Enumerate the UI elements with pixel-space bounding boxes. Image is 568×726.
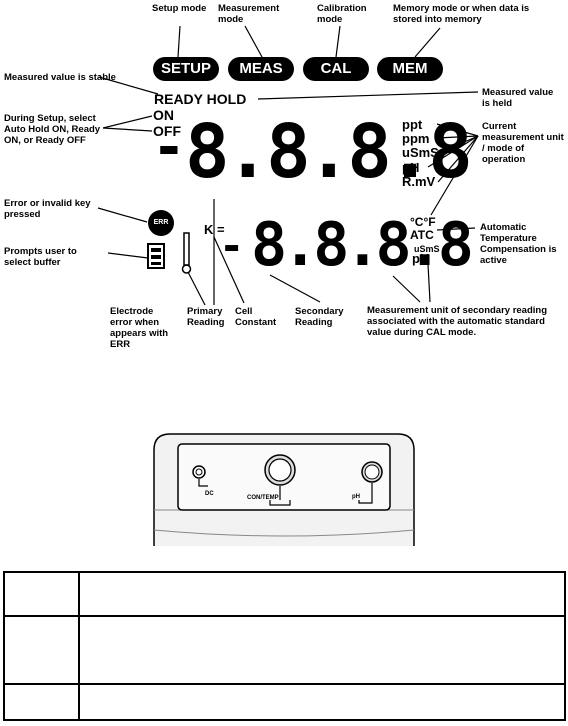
ready-hold-indicator: READY HOLD (154, 91, 247, 107)
secondary-unit-usms: uSmS (414, 244, 440, 254)
current-unit-callout: Current measurement unit / mode of opera… (482, 121, 564, 165)
memory-mode-callout: Memory mode or when data is stored into … (393, 3, 530, 25)
table-cell (78, 683, 566, 721)
secondary-unit-ph: pH (412, 251, 430, 266)
electrode-icon (181, 232, 193, 274)
temp-unit: °C°F (410, 215, 436, 229)
setup-mode-callout: Setup mode (152, 3, 207, 14)
off-indicator: OFF (153, 123, 181, 139)
mode-pill-cal: CAL (303, 57, 369, 81)
stable-callout: Measured value is stable (4, 72, 116, 83)
port-dc-label: DC (205, 491, 214, 497)
setup-select-callout: During Setup, select Auto Hold ON, Ready… (4, 113, 101, 146)
atc-indicator: ATC (410, 228, 434, 242)
mode-pill-meas: MEAS (228, 57, 294, 81)
mode-pill-setup: SETUP (153, 57, 219, 81)
electrode-callout: Electrode error when appears with ERR (110, 306, 169, 350)
table-row (3, 615, 566, 685)
primary-minus-sign: - (152, 115, 186, 180)
unit-rmv: R.mV (402, 174, 436, 189)
buffer-icon (147, 243, 165, 269)
description-table (3, 571, 566, 721)
cell-constant-label: K = (204, 222, 225, 237)
table-cell (78, 571, 566, 617)
table-row (3, 683, 566, 721)
buffer-callout: Prompts user to select buffer (4, 246, 77, 268)
calibration-mode-callout: Calibration mode (317, 3, 367, 25)
primary-reading-digits: 8.8.8.8 (185, 109, 473, 195)
secondary-minus-sign: - (219, 221, 245, 270)
port-ph-label: pH (352, 494, 360, 500)
on-indicator: ON (153, 107, 174, 123)
cell-constant-callout: Cell Constant (235, 306, 277, 328)
table-row (3, 571, 566, 617)
unit-ppm: ppm (402, 131, 430, 146)
err-icon: ERR (148, 210, 174, 236)
port-con-label: CON/TEMP (247, 495, 279, 501)
mode-pill-mem: MEM (377, 57, 443, 81)
secondary-callout: Secondary Reading (295, 306, 344, 328)
primary-callout: Primary Reading (187, 306, 225, 328)
unit-usms: uSmS (402, 145, 439, 160)
atc-callout: Automatic Temperature Compensation is ac… (480, 222, 557, 266)
table-cell (3, 615, 80, 685)
meter-back-panel (150, 430, 418, 546)
table-cell (3, 571, 80, 617)
measurement-mode-callout: Measurement mode (218, 3, 280, 25)
table-cell (78, 615, 566, 685)
error-callout: Error or invalid key pressed (4, 198, 91, 220)
unit-ppt: ppt (402, 117, 423, 132)
secondary-unit-callout: Measurement unit of secondary reading as… (367, 305, 548, 338)
secondary-reading-digits: 8.8.8.8 (251, 210, 474, 280)
held-callout: Measured value is held (482, 87, 554, 109)
table-cell (3, 683, 80, 721)
unit-ph: pH (402, 160, 420, 175)
